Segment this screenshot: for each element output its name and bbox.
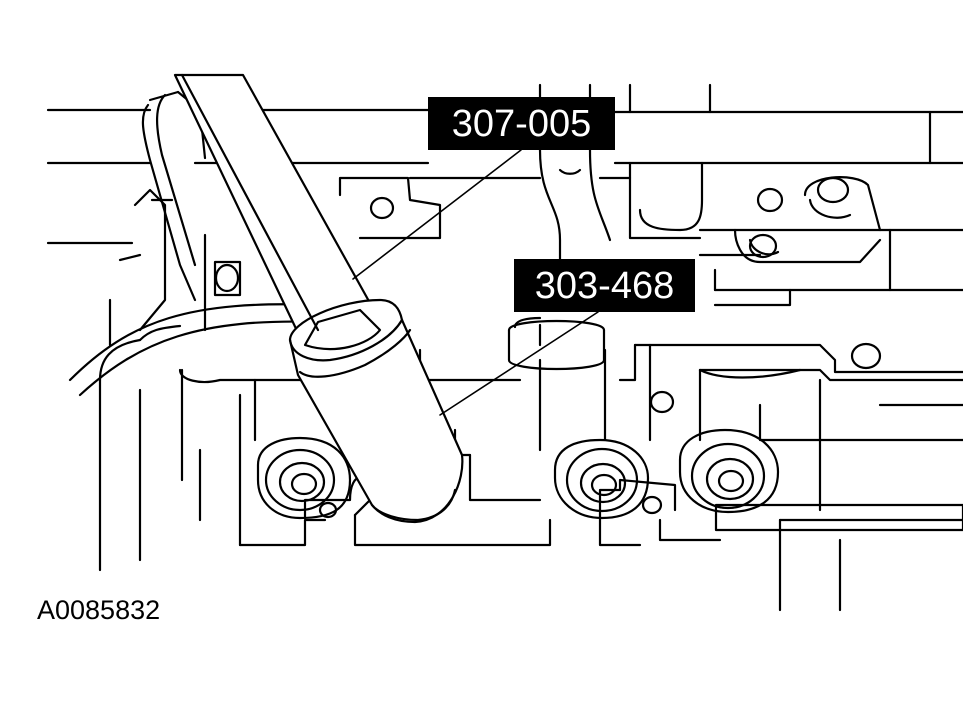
callout-label-tool-307-005: 307-005 [428,97,615,150]
tool-bar-and-socket [173,73,464,524]
leader-line-307-005 [352,149,522,280]
leader-lines [352,149,599,416]
engine-block-background [46,83,963,612]
figure-identifier: A0085832 [37,595,161,625]
hose-line [68,90,322,397]
bolt-boss-middle [553,438,677,520]
callout-label-tool-303-468: 303-468 [514,259,695,312]
leader-line-303-468 [439,311,599,416]
bolt-boss-right [678,428,780,514]
bolt-bosses [256,428,780,520]
